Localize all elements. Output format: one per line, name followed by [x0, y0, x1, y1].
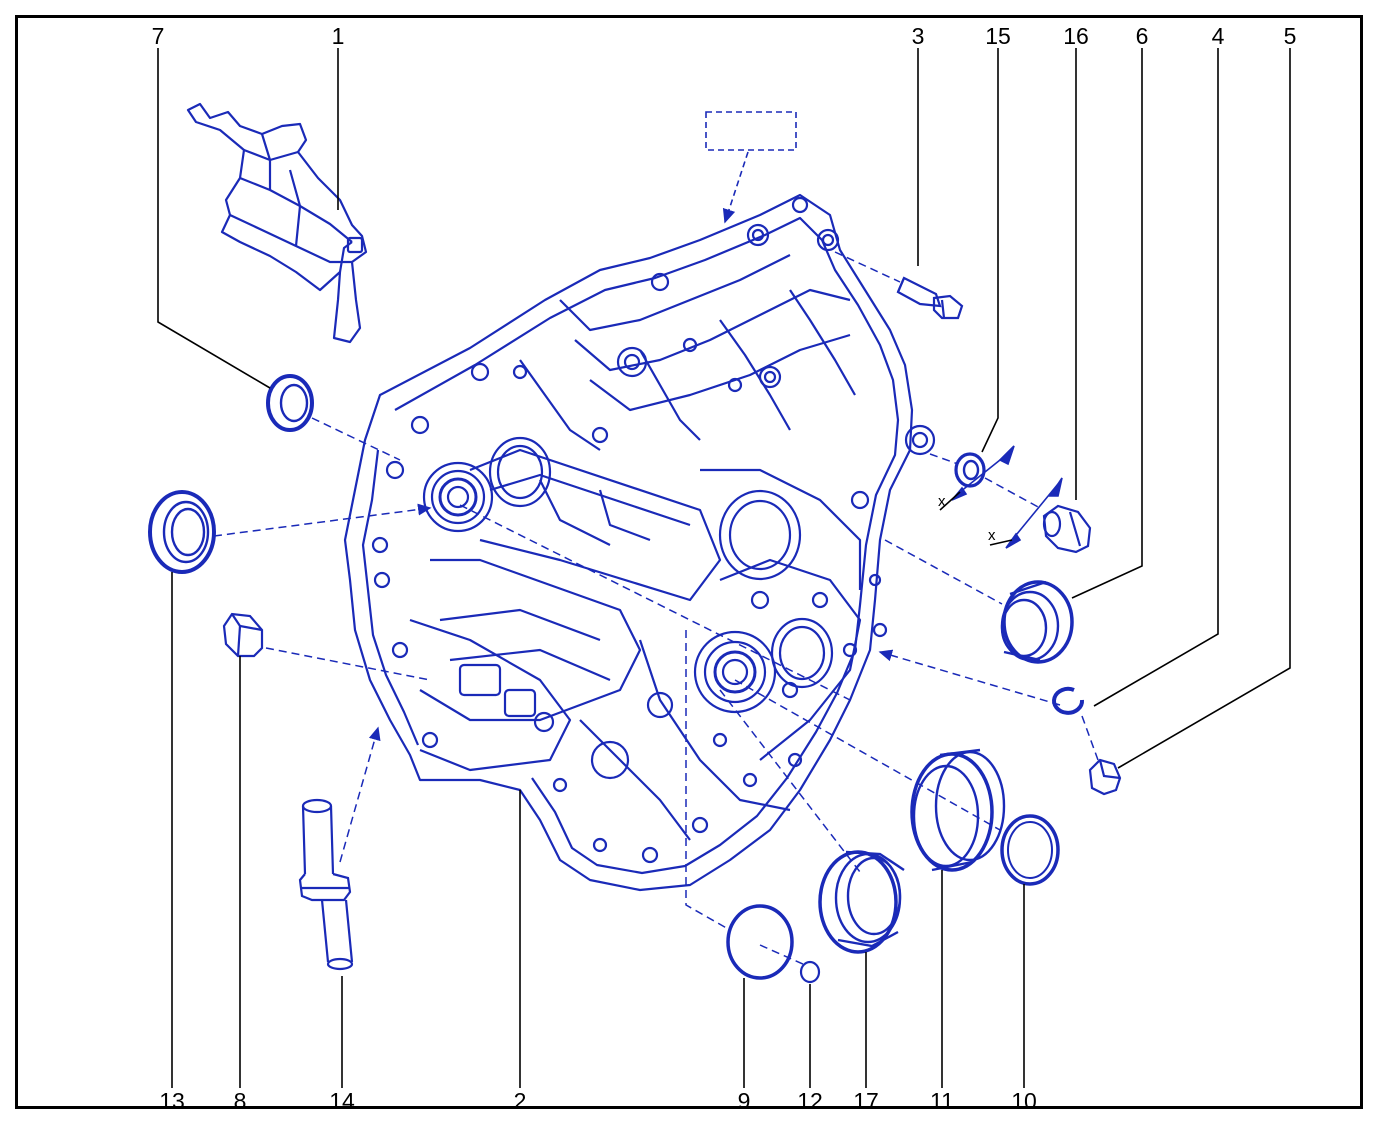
- leader-lines: [157, 48, 1291, 1088]
- callout-5: 5: [1283, 23, 1297, 49]
- callout-16: 16: [1063, 23, 1089, 49]
- callout-14: 14: [329, 1088, 355, 1114]
- plug-part-8: [222, 612, 264, 658]
- ring-part-9: [726, 904, 794, 980]
- callout-9: 9: [737, 1088, 751, 1114]
- plug-part-5: [1088, 758, 1122, 796]
- seal-part-10: [1000, 814, 1060, 886]
- callout-7: 7: [151, 23, 165, 49]
- seal-part-13: [148, 490, 216, 574]
- dimension-label-x-1: x: [938, 493, 946, 510]
- seal-part-6: [1000, 580, 1074, 664]
- reference-box: [705, 111, 797, 224]
- callout-12: 12: [797, 1088, 823, 1114]
- washer-part-15: [954, 452, 986, 488]
- circlip-part-4: [1052, 686, 1085, 715]
- seal-part-11: [910, 748, 1006, 872]
- seal-part-17: [818, 850, 905, 954]
- breather-part-16: [1042, 504, 1092, 554]
- bracket-part-1: [186, 102, 368, 344]
- callout-11: 11: [930, 1088, 954, 1114]
- callout-15: 15: [985, 23, 1011, 49]
- bolt-part-3: [896, 276, 964, 320]
- callout-1: 1: [331, 23, 345, 49]
- dimension-marks: [939, 445, 1063, 549]
- guide-pin-part-14: [298, 798, 354, 971]
- callout-6: 6: [1135, 23, 1149, 49]
- callout-13: 13: [159, 1088, 185, 1114]
- diagram-frame: [15, 15, 1363, 1109]
- o-ring-part-12: [799, 960, 821, 984]
- callout-10: 10: [1011, 1088, 1037, 1114]
- dimension-label-x-2: x: [988, 527, 996, 544]
- callout-8: 8: [233, 1088, 247, 1114]
- callout-4: 4: [1211, 23, 1225, 49]
- seal-part-7: [266, 374, 314, 432]
- transmission-housing: [343, 193, 936, 892]
- assembly-lines: [213, 251, 1099, 966]
- callout-3: 3: [911, 23, 925, 49]
- callout-17: 17: [853, 1088, 879, 1114]
- callout-2: 2: [513, 1088, 527, 1114]
